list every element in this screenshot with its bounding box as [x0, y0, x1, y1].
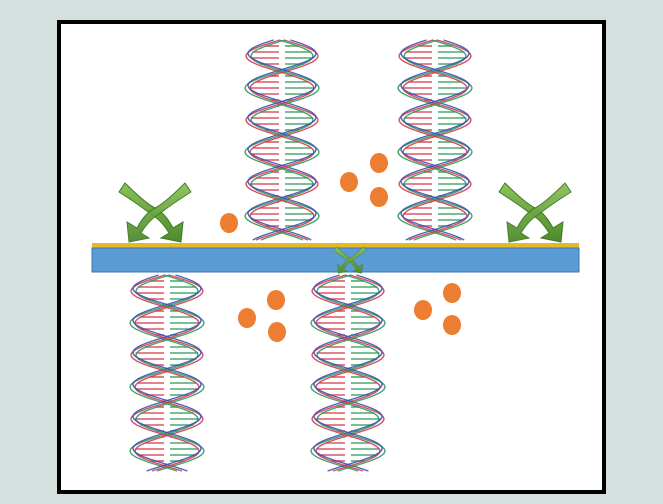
- dna-helix-3: [130, 275, 204, 471]
- particle-7: [268, 322, 286, 342]
- particle-9: [443, 283, 461, 303]
- particle-5: [238, 308, 256, 328]
- particle-4: [370, 187, 388, 207]
- dna-strand: [401, 40, 469, 240]
- particle-8: [414, 300, 432, 320]
- membrane-top-edge: [92, 243, 579, 248]
- particle-6: [267, 290, 285, 310]
- crossover-icon-left: [119, 183, 191, 242]
- particle-3: [370, 153, 388, 173]
- dna-helix-2: [398, 40, 472, 240]
- particle-10: [443, 315, 461, 335]
- crossover-icon-right: [499, 183, 571, 242]
- particle-2: [340, 172, 358, 192]
- dna-helix-1: [245, 40, 319, 240]
- dna-strand: [248, 40, 316, 240]
- membrane: [92, 243, 579, 272]
- dna-helix-4: [311, 275, 385, 471]
- particle-1: [220, 213, 238, 233]
